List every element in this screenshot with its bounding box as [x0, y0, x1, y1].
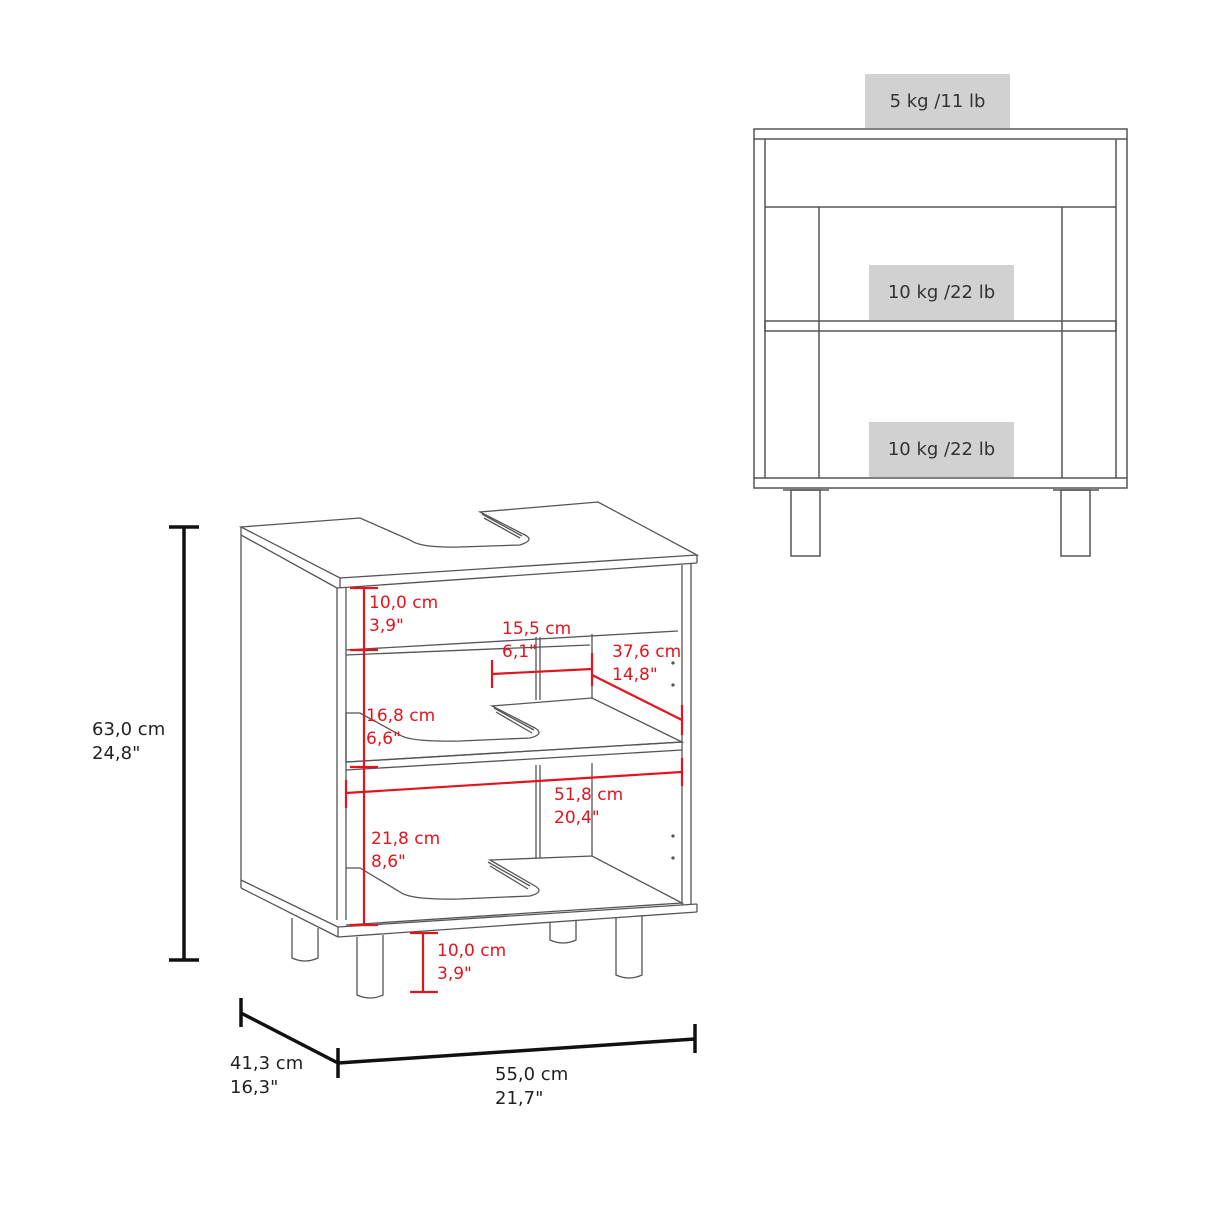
width-cm: 55,0 cm: [495, 1064, 569, 1085]
bottom-compartment-height-cm: 21,8 cm: [371, 829, 441, 849]
height-label: 63,0 cm 24,8": [92, 718, 165, 766]
bottom-compartment-height-in: 8,6": [371, 852, 406, 872]
shelf-depth-in: 14,8": [612, 665, 658, 685]
middle-compartment-height-label: 16,8 cm 6,6": [366, 705, 435, 751]
middle-compartment-height-cm: 16,8 cm: [366, 706, 436, 726]
top-compartment-height-in: 3,9": [369, 616, 404, 636]
bottom-compartment-height-label: 21,8 cm 8,6": [371, 828, 440, 874]
weight-label-bottom-shelf: 10 kg /22 lb: [869, 422, 1014, 477]
overall-dimension-lines: [169, 525, 697, 1078]
front-view: [753, 128, 1128, 557]
weight-bottom-text: 10 kg /22 lb: [887, 439, 996, 460]
notch-width-label: 15,5 cm 6,1": [502, 618, 571, 664]
depth-in: 16,3": [230, 1077, 279, 1098]
width-in: 21,7": [495, 1088, 544, 1109]
shelf-depth-cm: 37,6 cm: [612, 642, 682, 662]
weight-label-middle-shelf: 10 kg /22 lb: [869, 265, 1014, 320]
height-cm: 63,0 cm: [92, 719, 166, 740]
middle-compartment-height-in: 6,6": [366, 729, 401, 749]
weight-label-top: 5 kg /11 lb: [865, 74, 1010, 128]
top-compartment-height-label: 10,0 cm 3,9": [369, 592, 438, 638]
leg-height-label: 10,0 cm 3,9": [437, 940, 506, 986]
isometric-view: [238, 501, 700, 999]
inner-width-cm: 51,8 cm: [554, 785, 624, 805]
leg-height-cm: 10,0 cm: [437, 941, 507, 961]
weight-top-text: 5 kg /11 lb: [889, 90, 986, 112]
notch-width-in: 6,1": [502, 642, 537, 662]
depth-label: 41,3 cm 16,3": [230, 1052, 303, 1100]
weight-middle-text: 10 kg /22 lb: [887, 282, 996, 303]
inner-dimension-lines: [344, 586, 684, 994]
notch-width-cm: 15,5 cm: [502, 619, 572, 639]
top-compartment-height-cm: 10,0 cm: [369, 593, 439, 613]
width-label: 55,0 cm 21,7": [495, 1063, 568, 1111]
inner-width-label: 51,8 cm 20,4": [554, 784, 623, 830]
depth-cm: 41,3 cm: [230, 1053, 304, 1074]
leg-height-in: 3,9": [437, 964, 472, 984]
shelf-depth-label: 37,6 cm 14,8": [612, 641, 681, 687]
inner-width-in: 20,4": [554, 808, 600, 828]
height-in: 24,8": [92, 743, 141, 764]
